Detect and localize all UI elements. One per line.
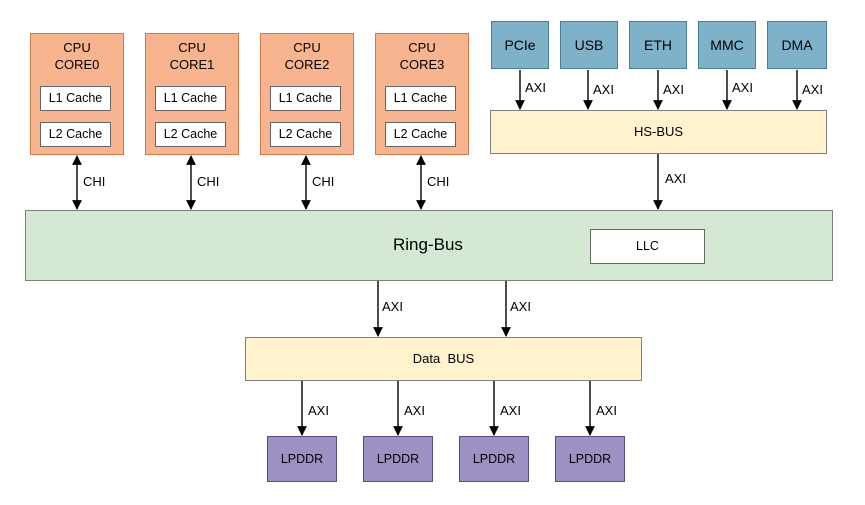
- chi-label: CHI: [427, 174, 450, 189]
- axi-label: AXI: [802, 82, 823, 97]
- l1-cache: L1 Cache: [155, 86, 226, 111]
- chi-label: CHI: [312, 174, 335, 189]
- axi-label: AXI: [525, 80, 546, 95]
- axi-label: AXI: [510, 299, 531, 314]
- axi-label: AXI: [382, 299, 403, 314]
- peripheral-dma: DMA: [767, 21, 827, 69]
- axi-label: AXI: [404, 403, 425, 418]
- axi-label: AXI: [596, 403, 617, 418]
- data-bus: Data BUS: [245, 337, 642, 381]
- peripheral-mmc: MMC: [698, 21, 756, 69]
- l2-cache: L2 Cache: [155, 122, 226, 147]
- lpddr-0: LPDDR: [267, 436, 337, 482]
- ring-bus: Ring-Bus LLC: [25, 210, 833, 281]
- axi-label: AXI: [593, 82, 614, 97]
- lpddr-3: LPDDR: [555, 436, 625, 482]
- peripheral-eth: ETH: [629, 21, 687, 69]
- l1-cache: L1 Cache: [40, 86, 111, 111]
- l2-cache: L2 Cache: [385, 122, 456, 147]
- axi-label: AXI: [663, 82, 684, 97]
- hs-bus: HS-BUS: [490, 110, 827, 154]
- axi-label: AXI: [308, 403, 329, 418]
- l1-cache: L1 Cache: [270, 86, 341, 111]
- llc-box: LLC: [590, 229, 705, 264]
- peripheral-usb: USB: [560, 21, 618, 69]
- axi-label: AXI: [500, 403, 521, 418]
- chi-label: CHI: [197, 174, 220, 189]
- ring-bus-label: Ring-Bus: [393, 235, 463, 254]
- l1-cache: L1 Cache: [385, 86, 456, 111]
- axi-label: AXI: [732, 80, 753, 95]
- axi-label: AXI: [665, 171, 686, 186]
- chi-label: CHI: [83, 174, 106, 189]
- peripheral-pcie: PCIe: [491, 21, 549, 69]
- l2-cache: L2 Cache: [40, 122, 111, 147]
- l2-cache: L2 Cache: [270, 122, 341, 147]
- lpddr-2: LPDDR: [459, 436, 529, 482]
- lpddr-1: LPDDR: [363, 436, 433, 482]
